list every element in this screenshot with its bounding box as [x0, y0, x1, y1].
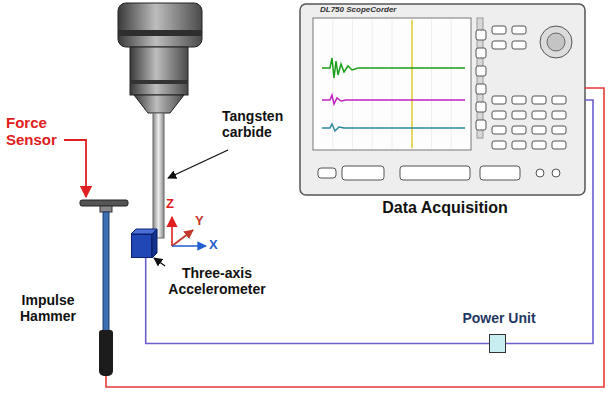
button — [492, 26, 506, 34]
hammer — [80, 200, 128, 332]
button — [512, 141, 526, 149]
button — [492, 41, 506, 49]
button — [492, 141, 506, 149]
oscilloscope — [318, 168, 336, 178]
button — [552, 141, 566, 149]
button — [512, 126, 526, 134]
part-label: Force Sensor — [6, 114, 64, 149]
side-button — [476, 102, 486, 112]
side-button — [476, 48, 486, 58]
grid-line — [352, 19, 353, 149]
button — [532, 126, 546, 134]
hammer — [100, 206, 112, 212]
hammer-handle: Impulse Hammer — [99, 330, 113, 376]
button — [532, 141, 546, 149]
side-button — [476, 66, 486, 76]
spindle — [118, 30, 202, 36]
cable — [106, 88, 604, 387]
node-label: Data Acquisition — [350, 199, 540, 217]
button — [552, 126, 566, 134]
node-label: Three-axis Accelerometer — [162, 265, 272, 297]
carbide-rod — [153, 113, 164, 238]
oscilloscope — [536, 169, 544, 177]
side-button — [476, 30, 486, 40]
oscilloscope — [322, 95, 465, 104]
button — [492, 126, 506, 134]
spindle — [130, 80, 188, 84]
oscilloscope — [552, 169, 560, 177]
grid-line — [411, 19, 412, 149]
brand-label: DL750 ScopeCorder — [320, 5, 430, 14]
oscilloscope — [540, 26, 572, 58]
button — [512, 96, 526, 104]
oscilloscope — [400, 166, 470, 180]
oscilloscope — [313, 18, 471, 150]
accelerometer-cube: Three-axis Accelerometer — [131, 234, 152, 258]
cable — [506, 100, 593, 344]
button — [512, 41, 526, 49]
part-label: Tangsten carbide — [222, 108, 294, 140]
grid-line — [451, 19, 452, 149]
grid-line — [372, 19, 373, 149]
data-acquisition-unit: Data Acquisition — [300, 4, 585, 195]
button — [512, 26, 526, 34]
spindle — [118, 3, 202, 113]
oscilloscope — [322, 124, 465, 131]
spindle — [130, 47, 188, 95]
oscilloscope — [411, 20, 412, 148]
cube-shading — [131, 229, 157, 258]
side-button — [476, 84, 486, 94]
grid-line — [392, 19, 393, 149]
axes — [172, 245, 206, 247]
button — [552, 96, 566, 104]
oscilloscope — [480, 166, 520, 180]
axes — [171, 217, 173, 246]
button — [512, 111, 526, 119]
node-label: Power Unit — [453, 310, 545, 326]
hammer — [103, 212, 109, 332]
button — [532, 111, 546, 119]
oscilloscope — [547, 33, 565, 51]
oscilloscope — [300, 4, 585, 195]
button — [552, 111, 566, 119]
buttons — [476, 26, 566, 149]
oscilloscope — [300, 4, 585, 195]
power-unit-box: Power Unit — [489, 334, 506, 353]
screen-grid — [333, 19, 452, 149]
spindle — [118, 3, 202, 47]
button — [492, 111, 506, 119]
side-button — [476, 120, 486, 130]
cube-shading — [152, 229, 157, 258]
node-label: Impulse Hammer — [9, 292, 87, 324]
grid-line — [431, 19, 432, 149]
button — [492, 96, 506, 104]
cable — [146, 258, 489, 344]
axis-label: X — [209, 238, 223, 253]
grid-line — [332, 19, 333, 149]
force-arrow — [64, 140, 86, 197]
spindle — [134, 95, 184, 113]
axes — [172, 230, 193, 246]
button — [532, 96, 546, 104]
axis-label: Y — [195, 214, 209, 229]
hammer — [80, 200, 128, 206]
axis-label: Z — [166, 197, 180, 212]
oscilloscope — [322, 58, 465, 78]
leader-line — [168, 150, 228, 178]
oscilloscope — [342, 166, 384, 180]
leader-line — [154, 258, 165, 266]
